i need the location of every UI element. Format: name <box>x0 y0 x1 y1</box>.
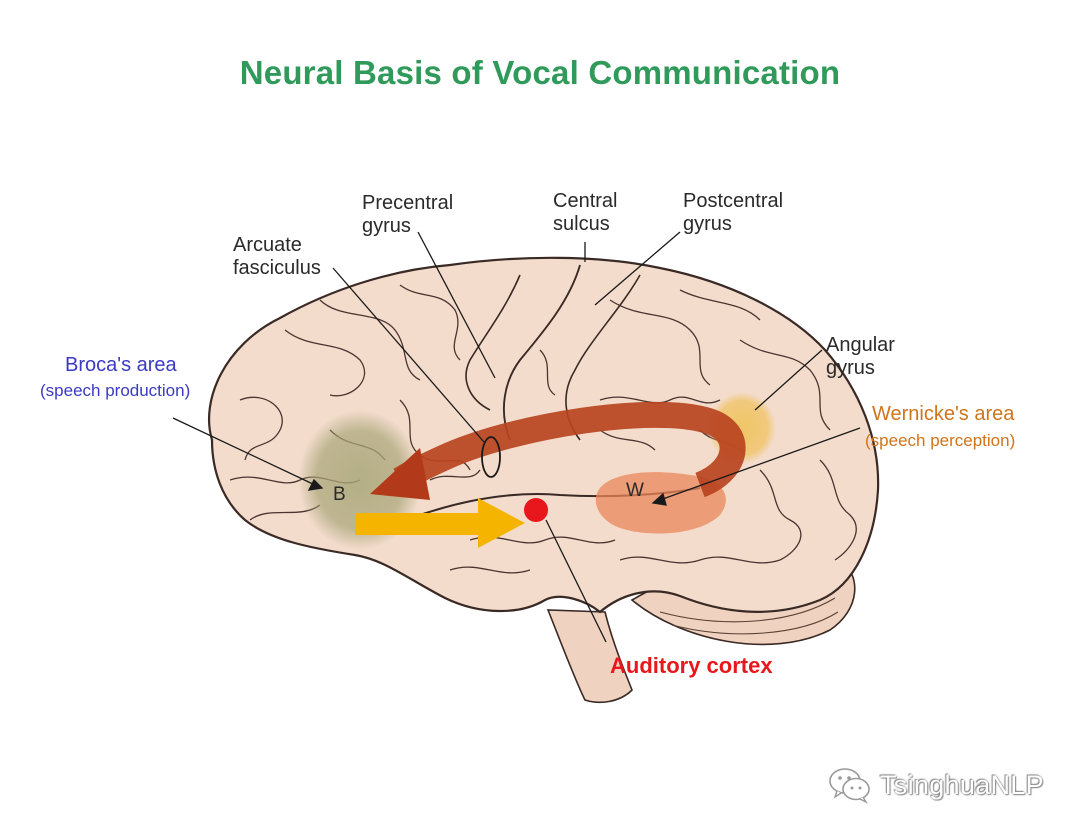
broca-letter: B <box>333 484 346 506</box>
central-line-2: sulcus <box>553 213 617 236</box>
watermark-text: TsinghuaNLP <box>880 770 1044 801</box>
arcuate-fasciculus-label: Arcuate fasciculus <box>233 234 321 280</box>
central-sulcus-label: Central sulcus <box>553 190 617 236</box>
angular-line-2: gyrus <box>826 357 895 380</box>
wechat-icon <box>828 766 872 804</box>
postcentral-line-1: Postcentral <box>683 190 783 213</box>
postcentral-gyrus-label: Postcentral gyrus <box>683 190 783 236</box>
angular-line-1: Angular <box>826 334 895 357</box>
wernicke-area-title: Wernicke's area <box>872 403 1014 426</box>
arcuate-line-1: Arcuate <box>233 234 321 257</box>
arcuate-line-2: fasciculus <box>233 257 321 280</box>
precentral-gyrus-label: Precentral gyrus <box>362 192 453 238</box>
watermark: TsinghuaNLP <box>828 765 1044 805</box>
wernicke-area-subtitle: (speech perception) <box>865 431 1015 451</box>
broca-area-subtitle: (speech production) <box>40 381 190 401</box>
central-line-1: Central <box>553 190 617 213</box>
broca-area-title: Broca's area <box>65 354 177 377</box>
precentral-line-1: Precentral <box>362 192 453 215</box>
precentral-line-2: gyrus <box>362 215 453 238</box>
postcentral-line-2: gyrus <box>683 213 783 236</box>
angular-gyrus-label: Angular gyrus <box>826 334 895 380</box>
wernicke-letter: W <box>626 480 644 502</box>
auditory-cortex-label: Auditory cortex <box>610 653 773 679</box>
auditory-cortex-dot <box>524 498 548 522</box>
